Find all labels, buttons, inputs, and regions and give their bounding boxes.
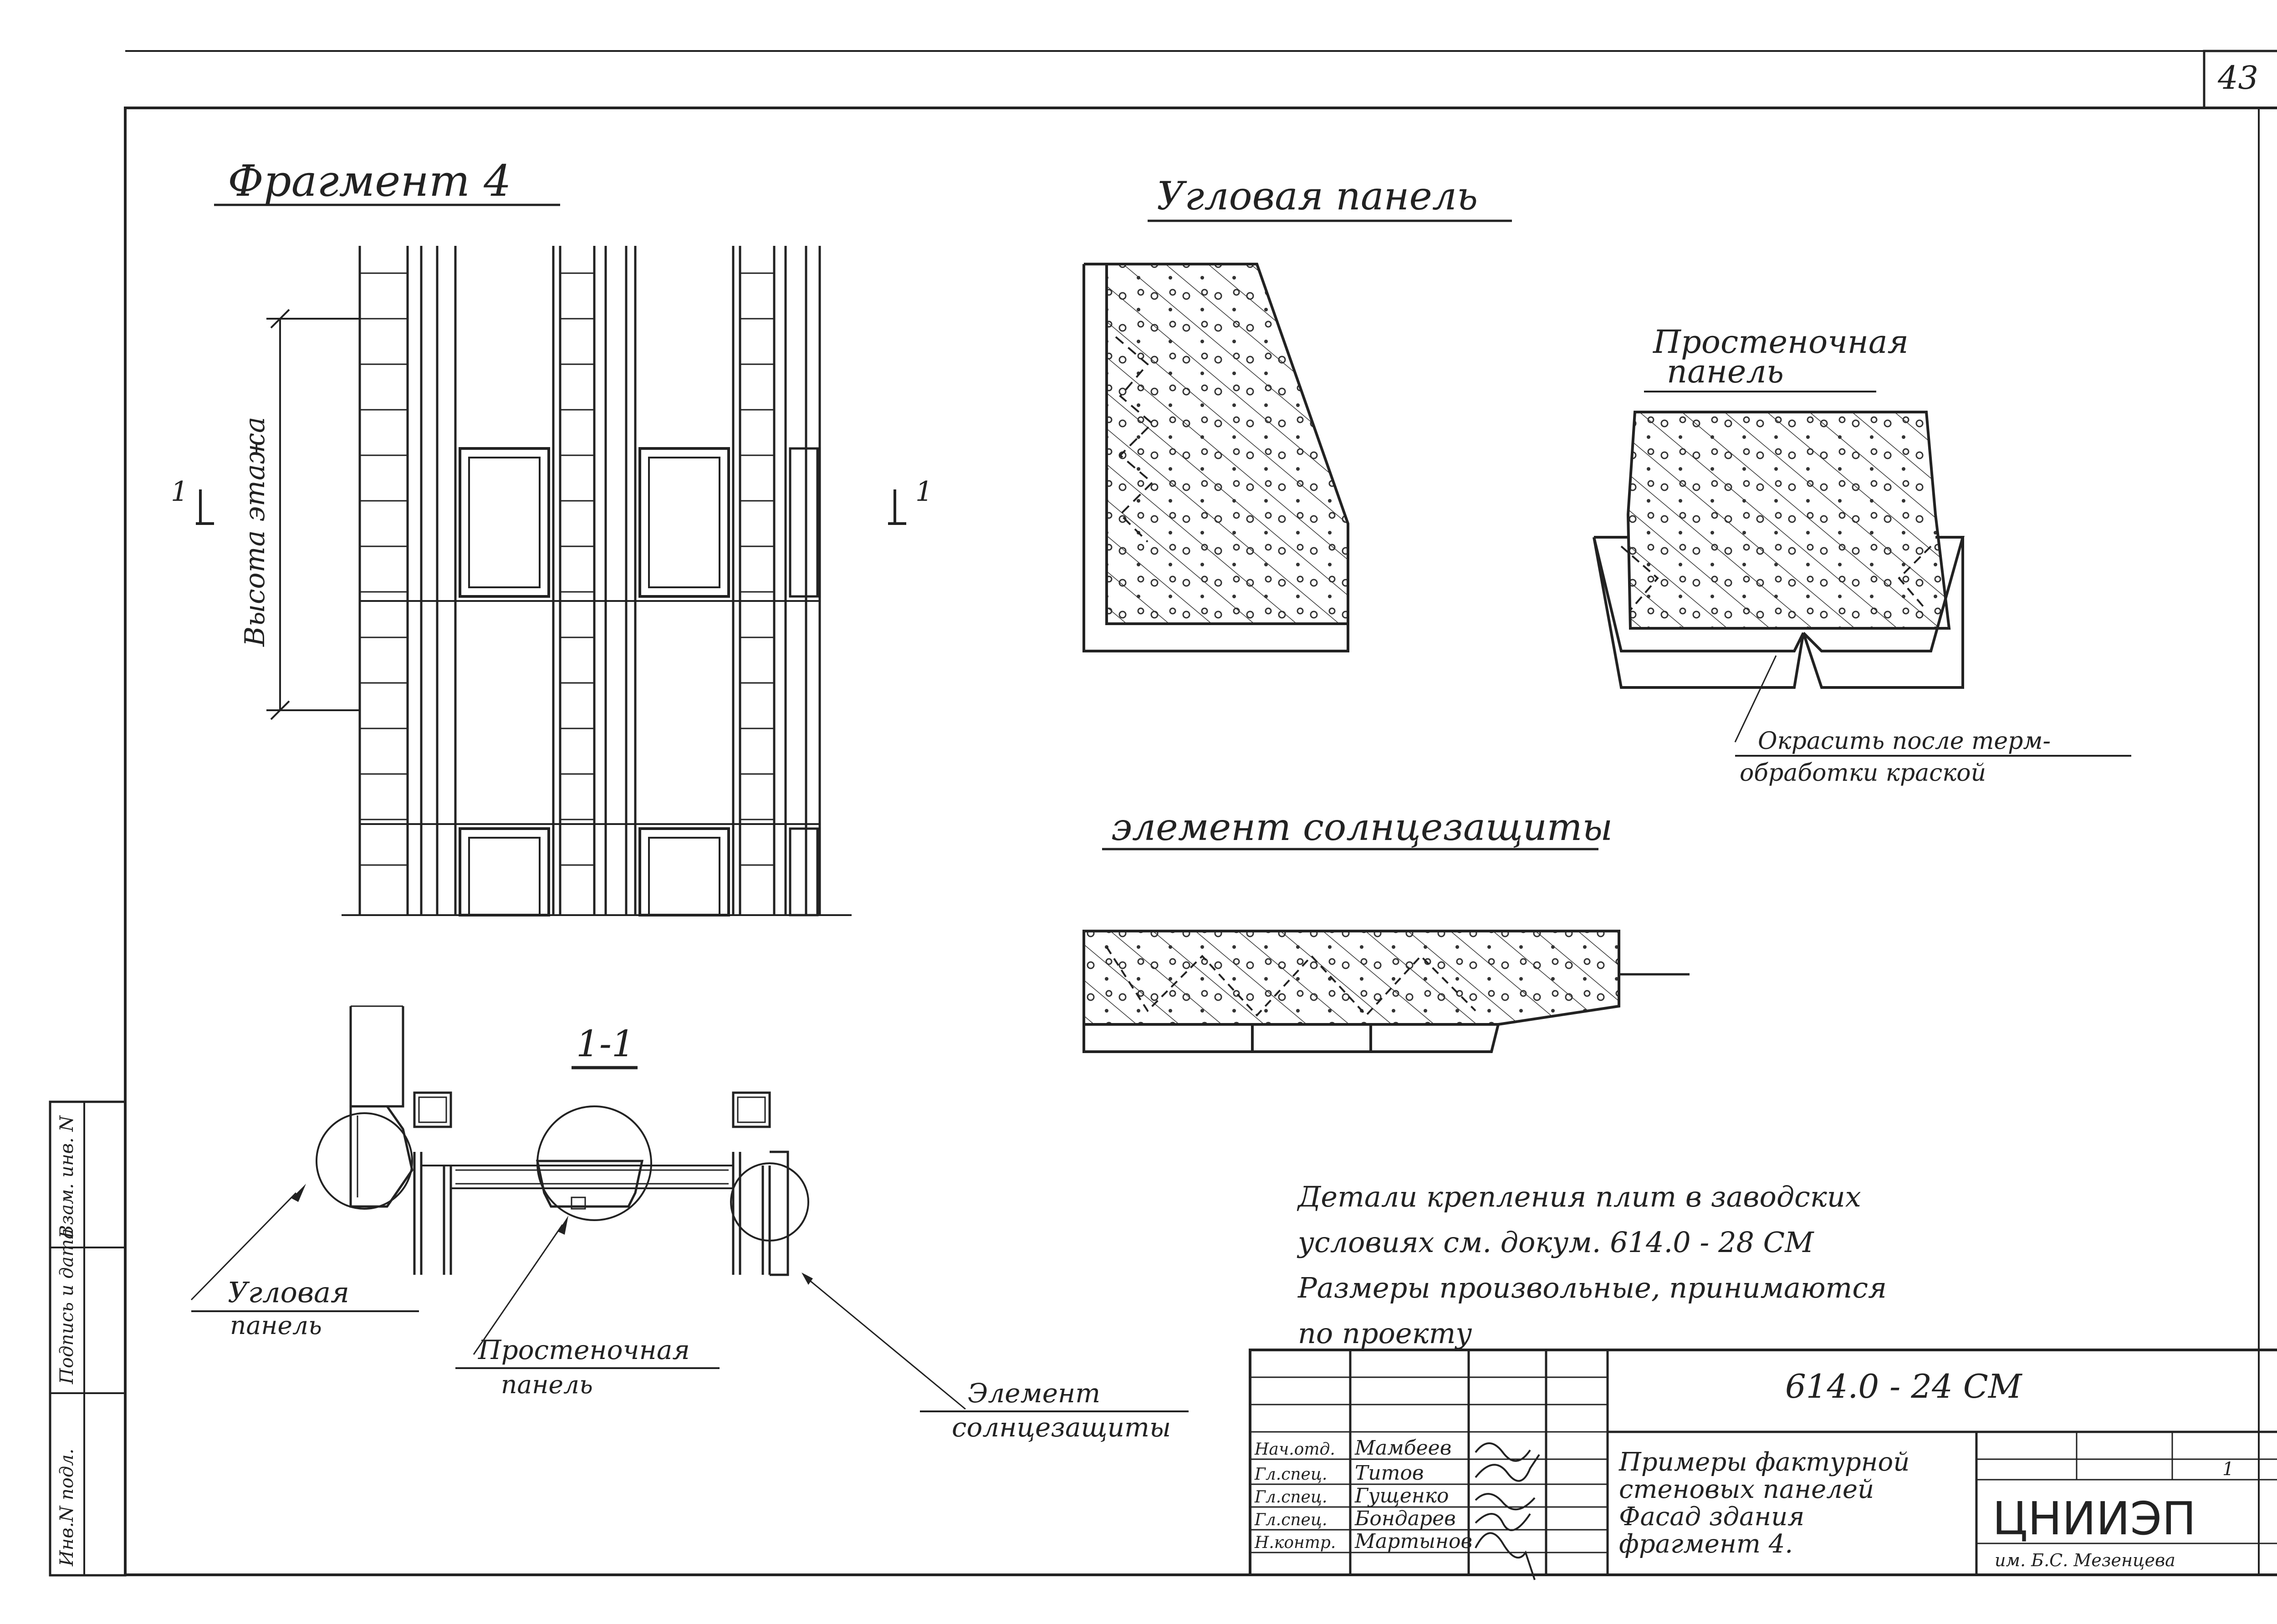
signature-name-1: Мамбеев <box>1354 1436 1451 1460</box>
note-line-1: Детали крепления плит в заводских <box>1297 1180 1861 1213</box>
paint-note-line1: Окрасить после терм- <box>1758 728 2051 755</box>
title-line-1: Примеры фактурной <box>1618 1447 1909 1477</box>
pier-panel-title-2: панель <box>1667 353 1784 390</box>
signature-role-1: Нач.отд. <box>1254 1440 1335 1459</box>
side-stamp-text-3: Инв.N подл. <box>56 1449 77 1567</box>
title-line-3: Фасад здания <box>1619 1502 1804 1532</box>
signature-name-4: Бондарев <box>1354 1507 1456 1530</box>
side-stamp: Взам. инв. N Подпись и дата Инв.N подл. <box>49 1100 127 1577</box>
side-stamp-text-2: Подпись и дата <box>56 1228 77 1385</box>
note-line-4: по проекту <box>1298 1317 1472 1350</box>
callout-corner-line1: Угловая <box>228 1276 349 1309</box>
document-code: 614.0 - 24 СМ <box>1785 1367 2023 1405</box>
page-number: 43 <box>2217 59 2258 97</box>
sun-element-detail <box>1082 930 1690 1053</box>
callout-corner-line2: панель <box>230 1311 322 1340</box>
sun-element-title: элемент солнцезащиты <box>1111 806 1613 849</box>
section-mark-right: 1 <box>915 476 933 508</box>
signature-role-4: Гл.спец. <box>1254 1511 1327 1529</box>
note-line-3: Размеры произвольные, принимаются <box>1297 1271 1887 1304</box>
signature-role-2: Гл.спец. <box>1254 1465 1327 1484</box>
signature-name-2: Титов <box>1355 1461 1424 1485</box>
organization-name: ЦНИИЭП <box>1992 1492 2196 1545</box>
facade-elevation: Высота этажа 1 1 <box>171 246 933 916</box>
signature-name-3: Гущенко <box>1354 1484 1449 1507</box>
signature-name-5: Мартынов <box>1354 1530 1472 1553</box>
frame-border <box>124 107 2277 1576</box>
side-stamp-text-1: Взам. инв. N <box>56 1115 77 1239</box>
corner-panel-title: Угловая панель <box>1157 174 1478 219</box>
organization-sub: им. Б.С. Мезенцева <box>1995 1550 2175 1570</box>
section-mark-left: 1 <box>171 476 188 508</box>
callout-pier-line2: панель <box>501 1370 593 1399</box>
callout-sun-line1: Элемент <box>968 1378 1100 1409</box>
title-line-2: стеновых панелей <box>1619 1475 1874 1504</box>
callout-pier-line1: Простеночная <box>478 1334 690 1365</box>
height-label: Высота этажа <box>239 417 271 647</box>
pier-panel-title-1: Простеночная <box>1652 323 1909 361</box>
title-block <box>1249 1349 2277 1576</box>
signature-role-3: Гл.спец. <box>1254 1488 1327 1507</box>
note-line-2: условиях см. докум. 614.0 - 28 СМ <box>1297 1226 1814 1259</box>
fragment-title: Фрагмент 4 <box>228 156 511 206</box>
corner-panel-detail <box>1082 263 1349 652</box>
signature-role-5: Н.контр. <box>1254 1533 1336 1552</box>
title-line-4: фрагмент 4. <box>1619 1529 1793 1559</box>
section-title: 1-1 <box>576 1023 635 1065</box>
section-plan <box>190 1005 966 1410</box>
callout-sun-line2: солнцезащиты <box>952 1412 1171 1443</box>
sheet-value: 1 <box>2222 1459 2234 1480</box>
paint-note-line2: обработки краской <box>1740 759 1986 787</box>
pier-panel-detail <box>1593 411 1965 689</box>
handwritten-signatures <box>1475 1442 1540 1580</box>
